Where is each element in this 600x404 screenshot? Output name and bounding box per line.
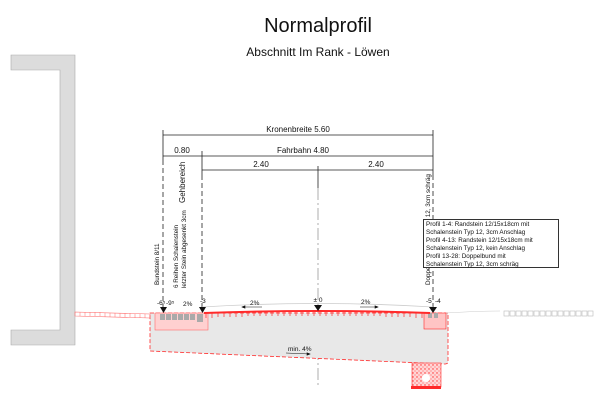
- slope-arrows: [241, 305, 379, 356]
- gehbereich-label: Gehbereich: [178, 162, 187, 203]
- kronenbreite-label: Kronenbreite 5.60: [266, 125, 330, 134]
- gehbereich-width-label: 0.80: [174, 146, 190, 155]
- note-line: Schalenstein Typ 12, 3cm schräg: [426, 261, 519, 269]
- slope-label-right: 2%: [361, 299, 371, 306]
- road-base: [149, 312, 449, 365]
- schalenstein-label-2: letzter Stein abgesenkt 3cm: [181, 210, 188, 288]
- schalenstein-label-1: 6 Reihen Schalenstein: [173, 224, 180, 288]
- elevation-label: -4: [435, 298, 441, 305]
- elevation-label: ± 0: [314, 297, 323, 304]
- note-line: Profil 4-13: Randstein 12/15x18cm mit: [426, 237, 533, 245]
- lane-left-label: 2.40: [253, 160, 269, 169]
- slope-label-left: 2%: [250, 300, 260, 307]
- slope-label-walk: 2%: [183, 301, 193, 308]
- elevation-label: -9⁵: [166, 300, 175, 307]
- lane-right-label: 2.40: [368, 160, 384, 169]
- page-subtitle: Abschnitt Im Rank - Löwen: [246, 45, 389, 59]
- right-curb-stone: [434, 313, 438, 318]
- left-terrain-hatch: [79, 312, 146, 318]
- elevation-markers: [160, 305, 437, 313]
- note-line: Schalenstein Typ 12, 3cm Anschlag: [426, 229, 526, 237]
- bundstein-label: Bundstein 8/11: [154, 243, 161, 285]
- drain-base: [411, 386, 441, 389]
- guide-lines: [162, 160, 434, 308]
- curb-stones: [160, 314, 203, 322]
- surface-crown: [201, 303, 434, 308]
- fahrbahn-label: Fahrbahn 4.80: [277, 146, 330, 155]
- right-terrain: [445, 310, 501, 314]
- elevation-label: -3: [200, 298, 206, 305]
- elevation-label: -5: [426, 298, 432, 305]
- drain-pipe: [422, 374, 430, 382]
- page-title: Normalprofil: [264, 15, 372, 37]
- elevation-label: -6⁵: [157, 300, 166, 307]
- asphalt-ticks: [205, 311, 423, 318]
- note-line: Profil 13-28: Doppelbund mit: [426, 253, 506, 261]
- note-line: Schalenstein Typ 12, kein Anschlag: [426, 245, 525, 253]
- dimension-lines: [162, 130, 434, 188]
- right-curb-stone: [428, 313, 432, 318]
- slope-label-base: min. 4%: [288, 346, 312, 353]
- asphalt-layer: [203, 310, 431, 314]
- right-paving-blocks: [503, 310, 594, 317]
- note-line: Profil 1-4: Randstein 12/15x18cm mit: [426, 221, 530, 228]
- profile-note-box: Profil 1-4: Randstein 12/15x18cm mit Sch…: [423, 219, 559, 268]
- building-wall: [10, 54, 76, 346]
- left-terrain: [74, 311, 151, 319]
